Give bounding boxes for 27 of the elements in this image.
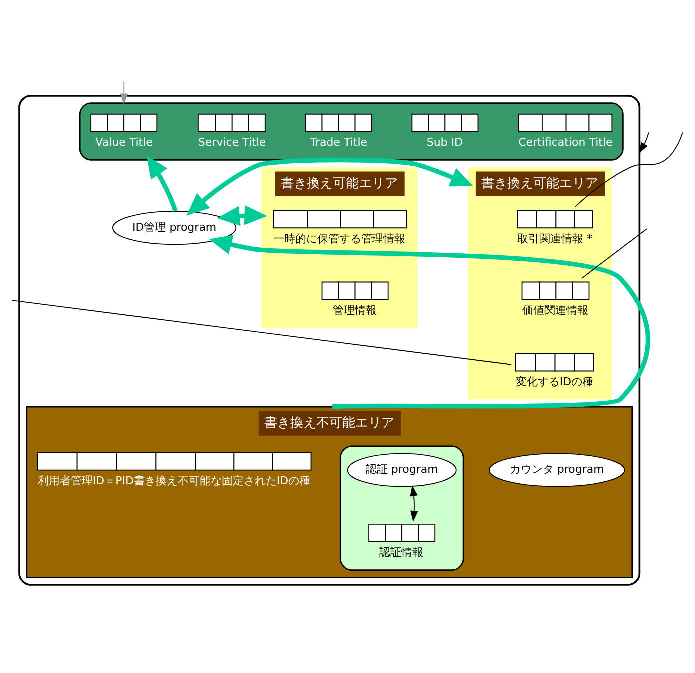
node-label: Sub ID (426, 136, 464, 150)
arrow (410, 485, 418, 522)
arrow (217, 205, 268, 226)
node-label: 利用者管理ID＝PID書き換え不可能な固定されたIDの種 (38, 474, 311, 488)
cluster (79, 102, 624, 161)
connector (12, 300, 512, 366)
node-label: 認証情報 (380, 546, 424, 560)
node-label: 管理情報 (332, 304, 377, 317)
node-label: Value Title (96, 136, 153, 150)
node-label: 取引関連情報 * (518, 232, 593, 246)
node-label: Service Title (198, 136, 266, 150)
node-ellipse: 認証 program (347, 453, 457, 488)
arrow (209, 235, 650, 410)
node-label: 価値関連情報 (522, 304, 588, 317)
node-ellipse: ID管理 program (112, 211, 237, 246)
node-label: Certification Title (518, 136, 613, 150)
connector (581, 228, 648, 280)
node-label: Trade Title (310, 136, 368, 150)
node-ellipse: カウンタ program (489, 453, 626, 488)
cluster (18, 95, 641, 586)
node-label: 変化するIDの種 (516, 376, 594, 389)
connector (575, 132, 684, 208)
node-label: 一時的に保管する管理情報 (274, 232, 406, 246)
arrow (638, 132, 650, 154)
arrow (120, 81, 128, 105)
arrow (186, 158, 474, 216)
cluster (340, 446, 464, 571)
